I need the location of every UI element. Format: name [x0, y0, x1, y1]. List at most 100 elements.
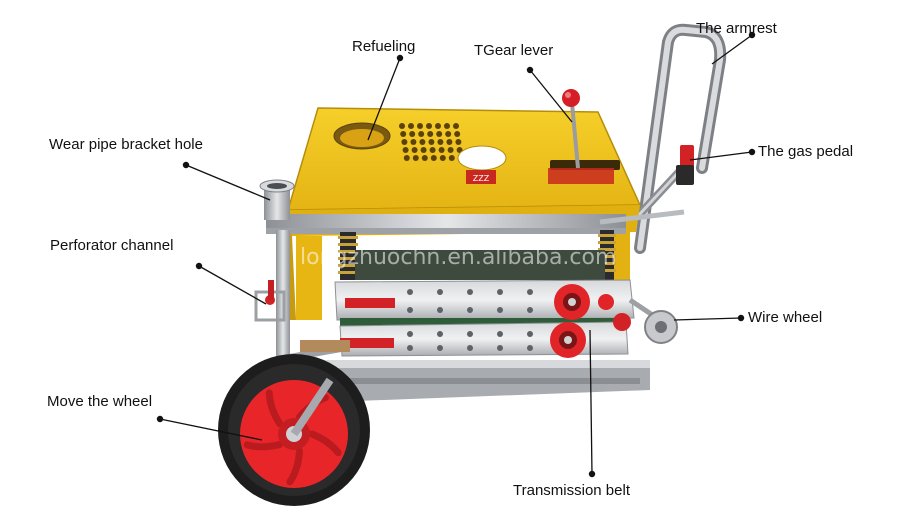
top-rail: [266, 209, 685, 234]
vent-hole: [427, 131, 434, 137]
label-wire-wheel: Wire wheel: [748, 309, 823, 326]
spring-coil: [598, 234, 616, 237]
callout-transmission-belt-dot: [588, 470, 596, 478]
label-transmission-belt: Transmission belt: [513, 482, 630, 499]
plate-bolt: [497, 289, 503, 295]
vent-hole: [402, 147, 409, 153]
spring-coil: [338, 236, 358, 239]
wheel-spoke: [243, 441, 283, 451]
plate-bolt: [527, 331, 533, 337]
vent-hole: [417, 123, 423, 129]
plate-bolt: [527, 307, 533, 313]
vent-hole: [411, 147, 418, 153]
plate-bolt: [407, 345, 413, 351]
vent-hole: [436, 131, 443, 137]
label-refueling: Refueling: [352, 38, 416, 55]
label-perforator: Perforator channel: [50, 237, 174, 254]
label-armrest: The armrest: [696, 20, 777, 37]
callout-bracket-hole: [185, 164, 271, 201]
callout-perforator: [198, 265, 267, 305]
vent-hole: [453, 123, 459, 129]
vent-hole: [409, 131, 416, 137]
belt-strip: [340, 318, 630, 326]
callout-refueling: [367, 57, 401, 141]
callout-refueling-dot: [396, 54, 404, 62]
spring-coil: [598, 255, 616, 258]
callout-gas-pedal-dot: [748, 148, 756, 156]
vent-hole: [410, 139, 417, 145]
wheel-spoke: [265, 389, 283, 427]
plate-bolt: [527, 345, 533, 351]
plate-bolt: [497, 331, 503, 337]
vent-hole: [400, 131, 407, 137]
callout-move-wheel: [159, 418, 263, 441]
watermark: longzhuochn.en.alibaba.com: [300, 245, 616, 270]
vent-hole: [403, 155, 410, 161]
callout-transmission-belt: [589, 329, 593, 475]
label-gas-pedal: The gas pedal: [758, 143, 854, 160]
vent-hole: [426, 123, 432, 129]
spring-coil: [338, 243, 358, 246]
vent-hole: [428, 139, 435, 145]
callout-move-wheel-dot: [156, 415, 164, 423]
spring-coil: [338, 250, 358, 253]
spring-coil: [598, 269, 616, 272]
callout-armrest-dot: [748, 31, 756, 39]
vent-hole: [408, 123, 414, 129]
plate-bolt: [527, 289, 533, 295]
wheel-spoke: [286, 447, 304, 486]
callout-wire-wheel: [673, 317, 742, 321]
plate-bolt: [467, 345, 473, 351]
vent-hole: [418, 131, 425, 137]
vent-hole: [447, 147, 454, 153]
plate-text: ZZZ: [473, 174, 490, 183]
callout-gas-pedal: [689, 151, 753, 161]
gas-pedal: [676, 145, 694, 185]
vent-hole: [455, 139, 462, 145]
callout-perforator-dot: [195, 262, 203, 270]
vent-hole: [444, 123, 450, 129]
vent-hole: [454, 131, 461, 137]
vent-hole: [421, 155, 428, 161]
label-gear-lever: TGear lever: [474, 42, 554, 59]
vent-hole: [419, 139, 426, 145]
perforator-bracket: [254, 280, 286, 322]
plate-bolt: [467, 307, 473, 313]
plate-bolt: [497, 307, 503, 313]
callout-lines: [156, 31, 756, 478]
callout-armrest: [711, 34, 753, 65]
vent-hole: [399, 123, 405, 129]
vent-hole: [401, 139, 408, 145]
main-wheel: [218, 354, 370, 506]
drive-rollers: [550, 284, 631, 358]
plate-bolt: [407, 289, 413, 295]
vent-hole: [437, 139, 444, 145]
plate-bolt: [467, 289, 473, 295]
spring-coil: [338, 264, 358, 267]
gear-lever: [562, 89, 580, 169]
vent-holes: [399, 123, 464, 161]
plate-bolt: [437, 331, 443, 337]
vent-hole: [448, 155, 455, 161]
vent-hole: [446, 139, 453, 145]
plate-bolt: [437, 289, 443, 295]
spring-coil: [598, 248, 616, 251]
callout-gear-lever-dot: [526, 66, 534, 74]
plate-bolt: [437, 307, 443, 313]
label-move-wheel: Move the wheel: [47, 393, 153, 410]
vent-hole: [412, 155, 419, 161]
vent-hole: [439, 155, 446, 161]
plate-bolt: [407, 307, 413, 313]
spring-coil: [598, 241, 616, 244]
vent-hole: [420, 147, 427, 153]
callout-gear-lever: [529, 69, 573, 123]
plate-bolt: [467, 331, 473, 337]
spring-coil: [598, 262, 616, 265]
vent-hole: [445, 131, 452, 137]
wheel-spoke: [308, 430, 342, 457]
vent-hole: [438, 147, 445, 153]
callout-bracket-hole-dot: [182, 161, 190, 169]
spring-coil: [338, 257, 358, 260]
